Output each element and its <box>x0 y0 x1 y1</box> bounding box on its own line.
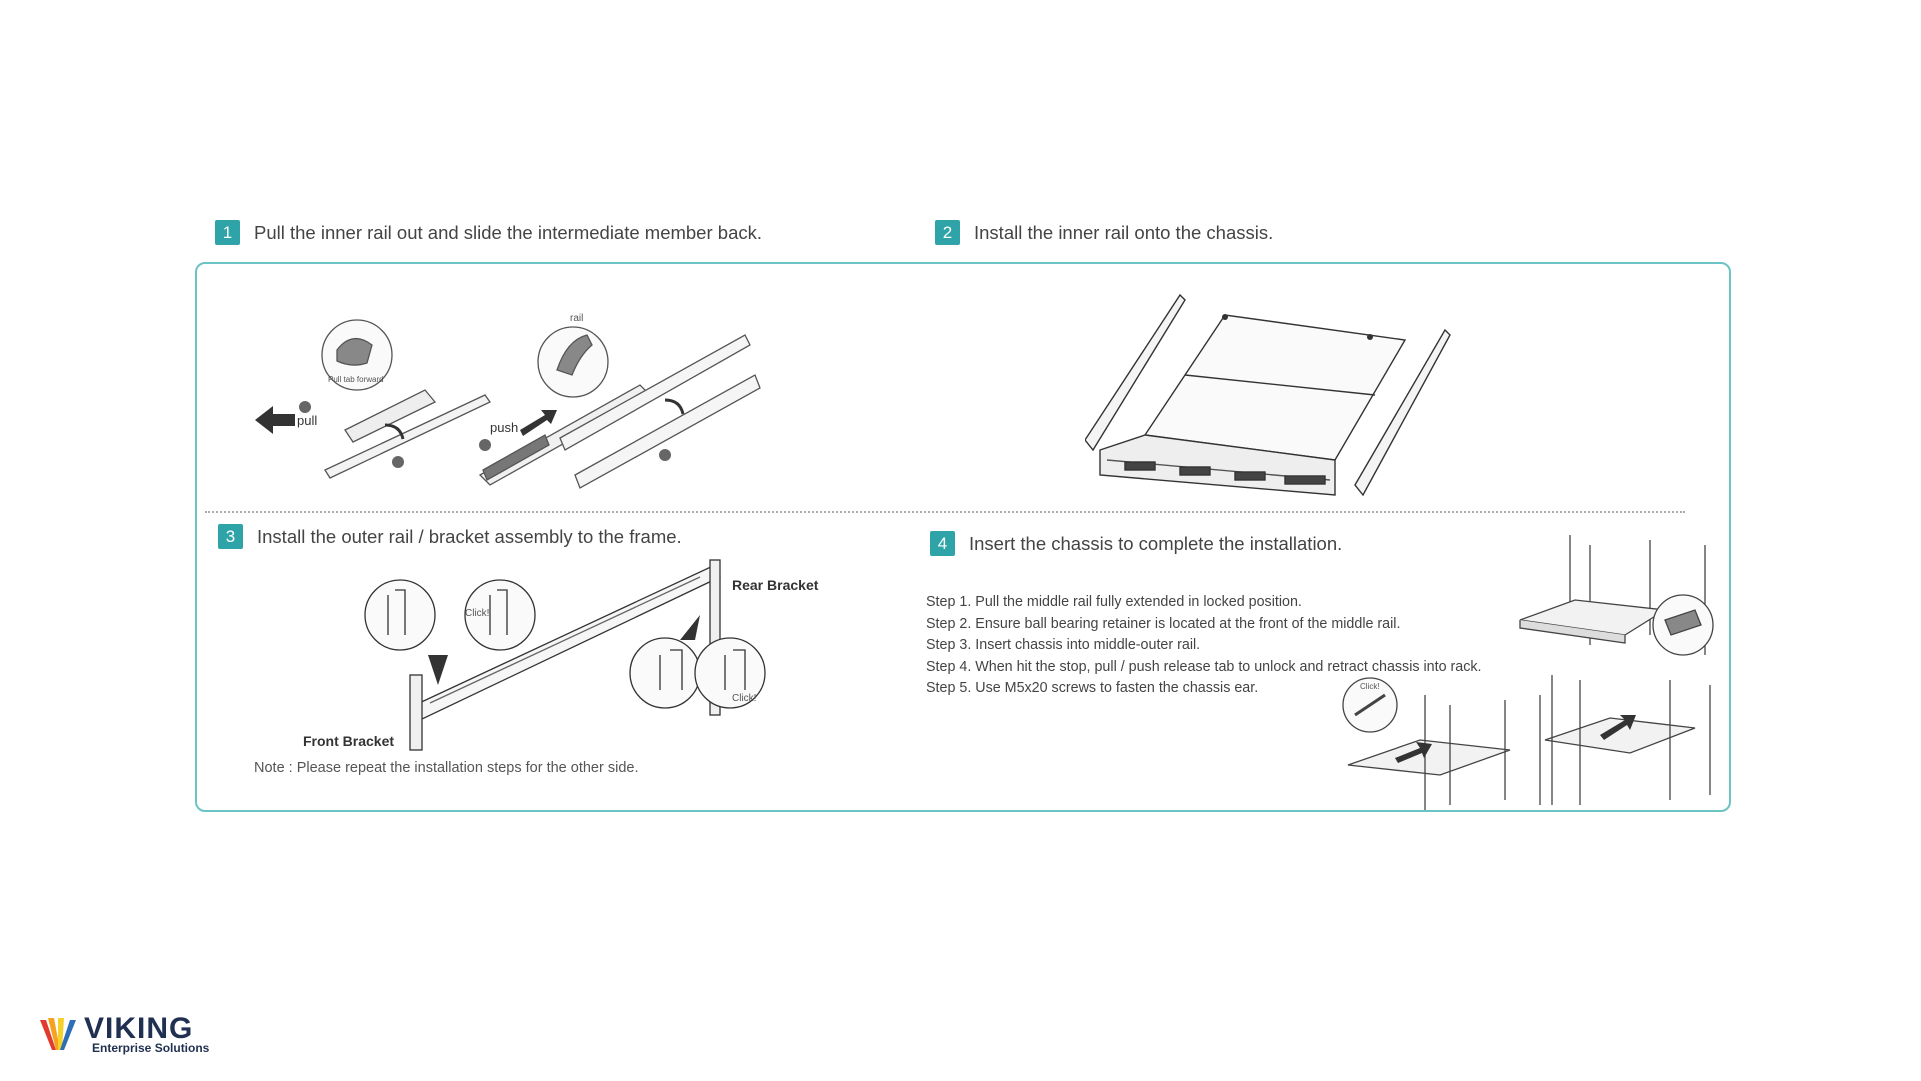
step-4-badge: 4 <box>930 531 955 556</box>
logo-tagline: Enterprise Solutions <box>92 1041 210 1055</box>
click-label-2: Click! <box>732 693 757 704</box>
viking-logo: VIKING Enterprise Solutions <box>38 1012 210 1055</box>
step-2-illustration <box>1085 290 1465 505</box>
step-2-title: Install the inner rail onto the chassis. <box>974 221 1274 243</box>
step-4-title: Insert the chassis to complete the insta… <box>969 532 1343 554</box>
substep-3: Step 3. Insert chassis into middle-outer… <box>926 637 1201 653</box>
substep-1: Step 1. Pull the middle rail fully exten… <box>926 594 1302 610</box>
step-1-badge: 1 <box>215 220 240 245</box>
front-bracket-label: Front Bracket <box>303 733 395 749</box>
step-4-illustration-bottom: Click! <box>1340 670 1720 810</box>
instruction-panel <box>195 262 1731 812</box>
panel-divider <box>205 511 1685 513</box>
substep-2: Step 2. Ensure ball bearing retainer is … <box>926 615 1401 632</box>
rail-label: rail <box>570 313 584 324</box>
step-3-title: Install the outer rail / bracket assembl… <box>257 525 682 547</box>
pull-label: pull <box>297 413 318 428</box>
step-3-badge: 3 <box>218 524 243 549</box>
click-label-1: Click! <box>465 608 490 619</box>
step-2-badge: 2 <box>935 220 960 245</box>
step-1-header: 1 Pull the inner rail out and slide the … <box>215 220 762 245</box>
step-1-illustration: pull push rail Pull tab forward <box>245 310 765 490</box>
step-4-illustration-top <box>1515 530 1715 665</box>
viking-logo-icon <box>40 1018 76 1050</box>
step-4-click-label: Click! <box>1360 682 1380 691</box>
substep-5: Step 5. Use M5x20 screws to fasten the c… <box>926 680 1259 696</box>
repeat-note: Note : Please repeat the installation st… <box>254 760 639 776</box>
step-3-header: 3 Install the outer rail / bracket assem… <box>218 524 682 549</box>
pull-tab-label: Pull tab forward <box>328 375 384 384</box>
logo-name: VIKING <box>84 1012 194 1045</box>
substep-4: Step 4. When hit the stop, pull / push r… <box>926 658 1482 675</box>
step-2-header: 2 Install the inner rail onto the chassi… <box>935 220 1273 245</box>
step-1-title: Pull the inner rail out and slide the in… <box>254 221 762 243</box>
step-4-substeps: Step 1. Pull the middle rail fully exten… <box>926 592 1482 700</box>
push-label: push <box>490 420 519 435</box>
step-3-illustration: Rear Bracket Front Bracket Click! Click! <box>300 555 820 755</box>
rear-bracket-label: Rear Bracket <box>732 577 819 593</box>
step-4-header: 4 Insert the chassis to complete the ins… <box>930 531 1342 556</box>
